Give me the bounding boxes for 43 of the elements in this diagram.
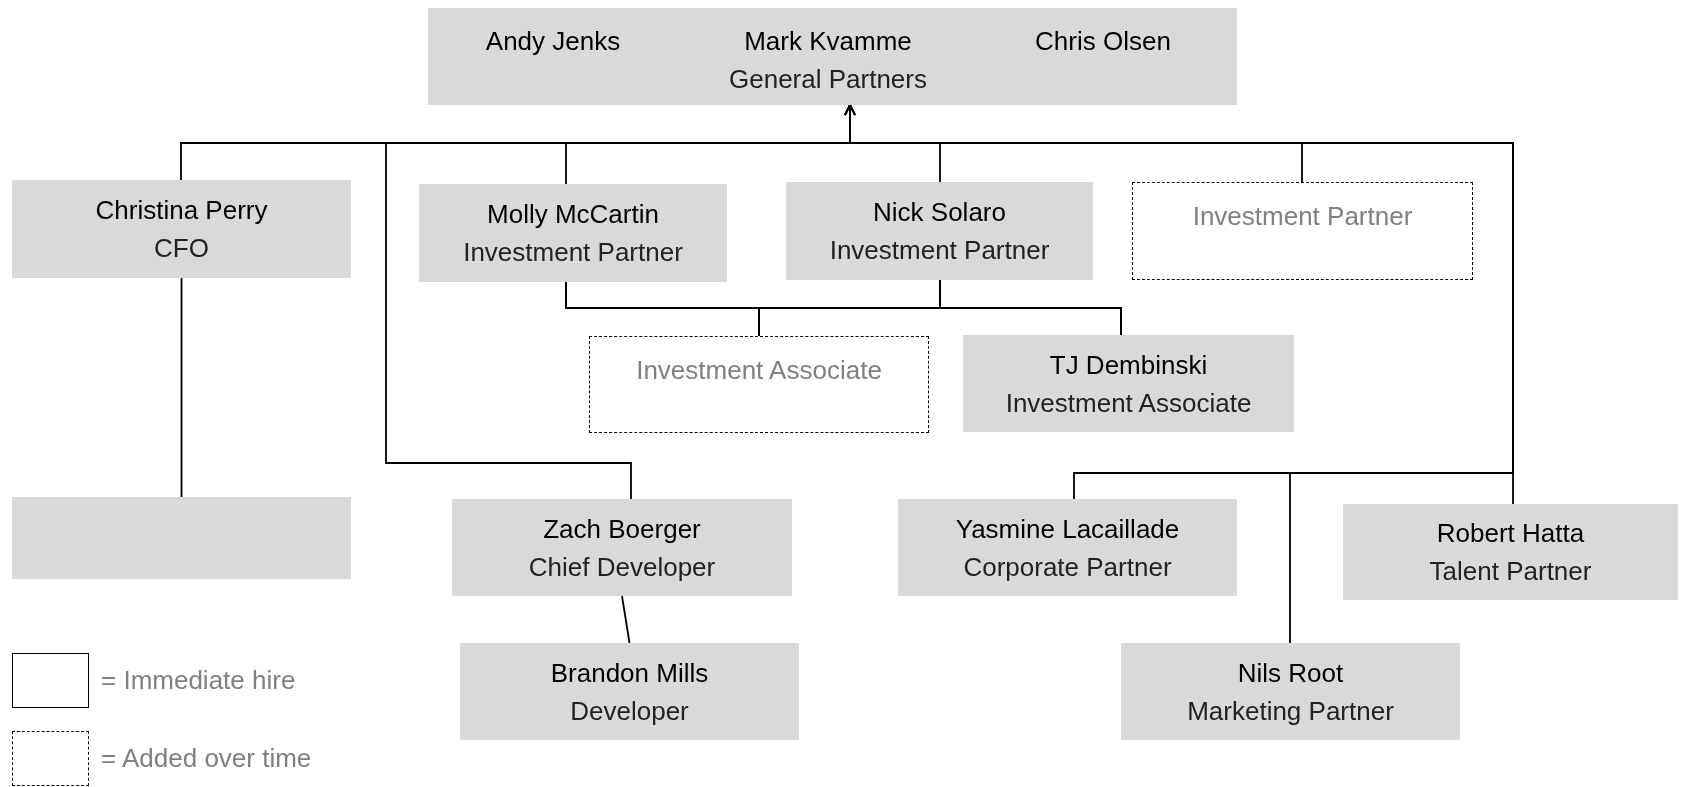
role-title: Investment Partner bbox=[463, 236, 683, 269]
connector-line bbox=[180, 277, 183, 498]
org-box bbox=[428, 8, 1237, 105]
person-name: Andy Jenks bbox=[484, 24, 622, 58]
role-title: Corporate Partner bbox=[963, 550, 1172, 584]
role-title: Developer bbox=[570, 694, 689, 728]
role-title: Marketing Partner bbox=[1187, 694, 1394, 728]
org-box bbox=[963, 335, 1294, 432]
role-title: Investment Associate bbox=[1005, 386, 1252, 420]
role-title: Investment Associate bbox=[636, 354, 882, 387]
org-box bbox=[786, 182, 1093, 280]
person-name: Chris Olsen bbox=[1034, 24, 1172, 58]
person-name: Brandon Mills bbox=[550, 656, 709, 690]
role-title: Chief Developer bbox=[528, 550, 716, 584]
person-name: Zach Boerger bbox=[543, 512, 701, 546]
role-title: Talent Partner bbox=[1429, 555, 1592, 588]
role-title: Investment Partner bbox=[1192, 200, 1413, 233]
legend-label: = Immediate hire bbox=[101, 665, 296, 696]
org-box bbox=[12, 180, 351, 278]
org-box bbox=[898, 499, 1237, 596]
connector-line bbox=[621, 595, 631, 644]
legend-label: = Added over time bbox=[101, 743, 312, 774]
role-title: Investment Partner bbox=[829, 234, 1050, 267]
person-name: Nils Root bbox=[1237, 656, 1344, 690]
person-name: Nick Solaro bbox=[873, 196, 1006, 229]
role-title: CFO bbox=[154, 232, 209, 265]
person-name: Molly McCartin bbox=[487, 198, 659, 231]
org-box bbox=[452, 499, 792, 596]
org-box bbox=[460, 643, 799, 740]
person-name: TJ Dembinski bbox=[1049, 348, 1208, 382]
person-name: Robert Hatta bbox=[1436, 517, 1585, 550]
person-name: Mark Kvamme bbox=[743, 24, 913, 58]
person-name: Christina Perry bbox=[95, 194, 268, 227]
role-title: General Partners bbox=[728, 62, 928, 96]
person-name: Yasmine Lacaillade bbox=[955, 512, 1180, 546]
connector-line bbox=[939, 279, 1122, 336]
org-box bbox=[1343, 504, 1678, 600]
org-box bbox=[12, 497, 351, 579]
org-box bbox=[419, 184, 727, 282]
open-position-box bbox=[589, 336, 929, 433]
open-position-box bbox=[1132, 182, 1473, 280]
org-box bbox=[1121, 643, 1460, 740]
arrow bbox=[844, 104, 1514, 644]
